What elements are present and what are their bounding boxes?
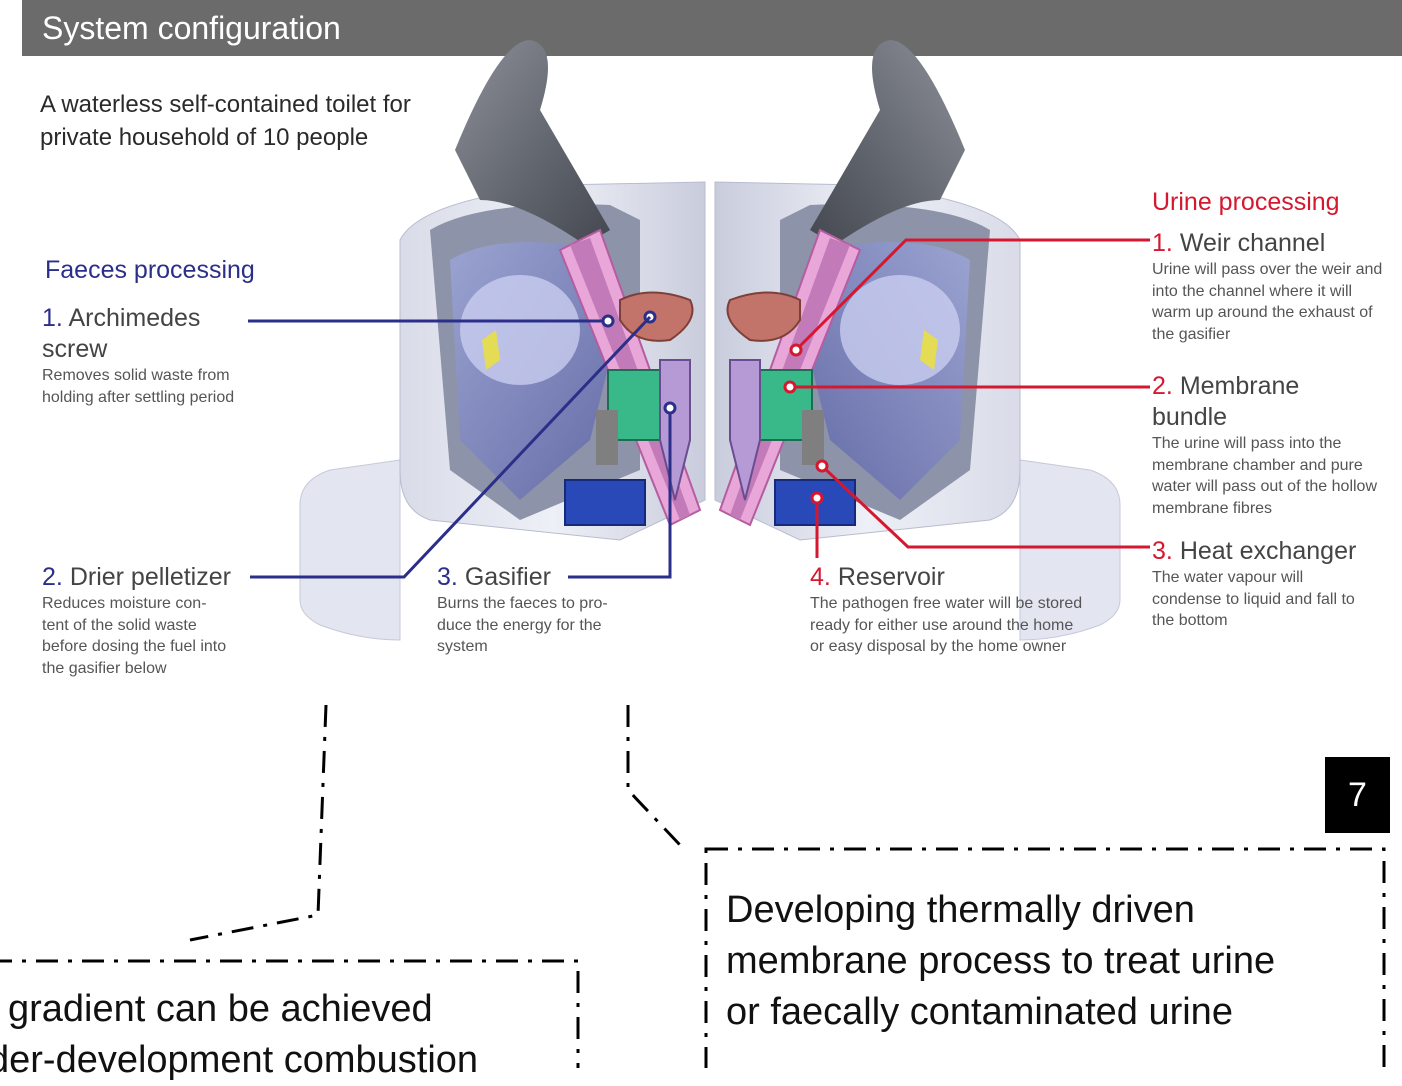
right-callout: Developing thermally driven membrane pro… bbox=[726, 885, 1376, 1038]
faeces-item-1-number: 1. bbox=[42, 304, 63, 332]
faeces-item-3-desc: Burns the faeces to pro- duce the energy… bbox=[437, 593, 632, 658]
faeces-item-3-label: Gasifier bbox=[465, 563, 551, 591]
left-callout: gradient can be achieved der-development… bbox=[0, 984, 570, 1086]
faeces-item-3-number: 3. bbox=[437, 563, 458, 591]
urine-item-2-label: Membrane bundle bbox=[1152, 372, 1299, 431]
urine-item-1-desc: Urine will pass over the weir and into t… bbox=[1152, 259, 1384, 345]
urine-item-1-title: 1. Weir channel bbox=[1152, 228, 1392, 259]
urine-heading: Urine processing bbox=[1152, 188, 1340, 217]
urine-item-4-number: 4. bbox=[810, 563, 831, 591]
faeces-item-2-title: 2. Drier pelletizer bbox=[42, 562, 247, 593]
left-callout-line-1: gradient can be achieved bbox=[0, 984, 570, 1035]
faeces-item-1: 1. Archimedes screw Removes solid waste … bbox=[42, 303, 257, 408]
faeces-item-2-label: Drier pelletizer bbox=[70, 563, 231, 591]
faeces-item-3-title: 3. Gasifier bbox=[437, 562, 637, 593]
urine-item-3-number: 3. bbox=[1152, 537, 1173, 565]
urine-item-2-number: 2. bbox=[1152, 372, 1173, 400]
faeces-item-3: 3. Gasifier Burns the faeces to pro- duc… bbox=[437, 562, 637, 658]
subtitle: A waterless self-contained toilet for pr… bbox=[40, 88, 440, 154]
faeces-heading: Faeces processing bbox=[45, 256, 255, 285]
urine-item-3-desc: The water vapour will condense to liquid… bbox=[1152, 567, 1372, 632]
faeces-item-2: 2. Drier pelletizer Reduces moisture con… bbox=[42, 562, 247, 679]
faeces-item-1-title: 1. Archimedes screw bbox=[42, 303, 257, 365]
urine-item-4-desc: The pathogen free water will be stored r… bbox=[810, 593, 1090, 658]
urine-item-3-title: 3. Heat exchanger bbox=[1152, 536, 1392, 567]
left-callout-line-2: der-development combustion bbox=[0, 1035, 570, 1086]
urine-item-2-title: 2. Membrane bundle bbox=[1152, 371, 1352, 433]
urine-item-4-title: 4. Reservoir bbox=[810, 562, 1095, 593]
right-callout-line-2: membrane process to treat urine bbox=[726, 936, 1376, 987]
faeces-item-2-desc: Reduces moisture con- tent of the solid … bbox=[42, 593, 237, 679]
urine-item-1: 1. Weir channel Urine will pass over the… bbox=[1152, 228, 1392, 345]
faeces-item-1-desc: Removes solid waste from holding after s… bbox=[42, 365, 272, 408]
faeces-item-1-label: Archimedes screw bbox=[42, 304, 200, 363]
page-number-badge: 7 bbox=[1325, 757, 1390, 833]
urine-item-1-number: 1. bbox=[1152, 229, 1173, 257]
urine-item-3-label: Heat exchanger bbox=[1180, 537, 1357, 565]
urine-item-3: 3. Heat exchanger The water vapour will … bbox=[1152, 536, 1392, 632]
faeces-item-2-number: 2. bbox=[42, 563, 63, 591]
right-callout-line-1: Developing thermally driven bbox=[726, 885, 1376, 936]
urine-item-4: 4. Reservoir The pathogen free water wil… bbox=[810, 562, 1095, 658]
callout-connectors bbox=[190, 705, 680, 940]
right-cutaway bbox=[715, 40, 1120, 640]
urine-item-2-desc: The urine will pass into the membrane ch… bbox=[1152, 433, 1384, 519]
urine-item-4-label: Reservoir bbox=[838, 563, 945, 591]
urine-item-2: 2. Membrane bundle The urine will pass i… bbox=[1152, 371, 1392, 519]
right-callout-line-3: or faecally contaminated urine bbox=[726, 987, 1376, 1038]
urine-item-1-label: Weir channel bbox=[1180, 229, 1325, 257]
